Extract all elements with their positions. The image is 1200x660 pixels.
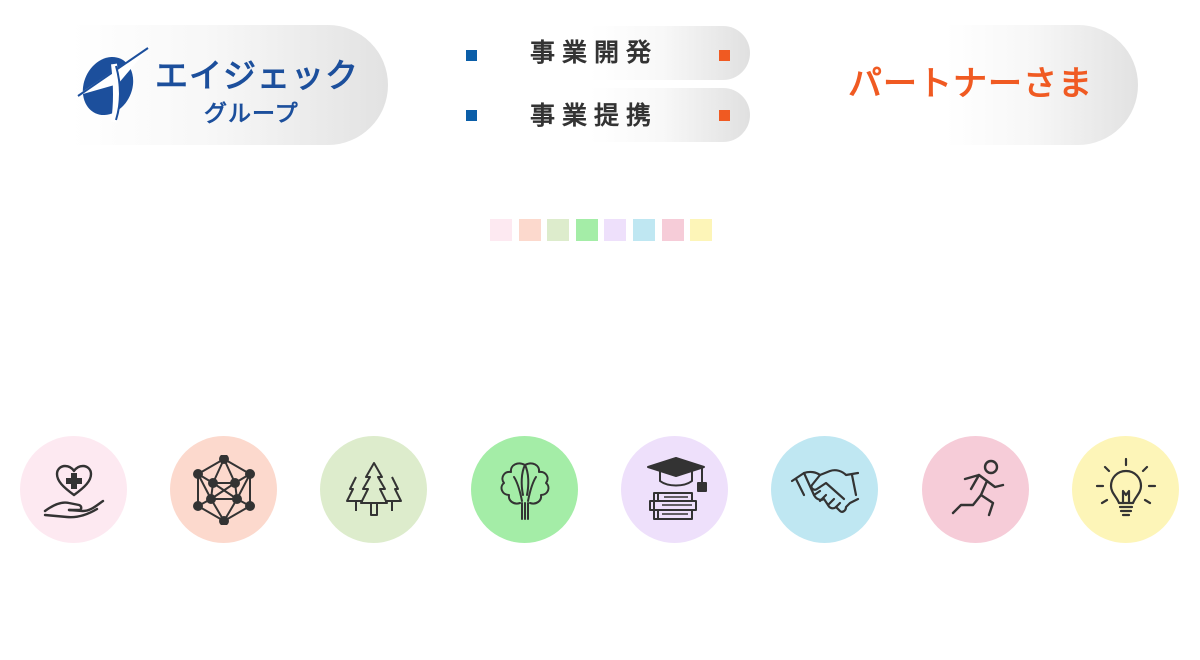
logo-name-sub: グループ xyxy=(204,101,299,127)
category-icons-row xyxy=(0,436,1200,543)
menu-item-label: 事業開発 xyxy=(530,38,659,67)
color-swatch xyxy=(633,219,655,241)
color-swatch xyxy=(518,219,541,241)
handshake-icon xyxy=(790,468,859,513)
logo-name-main: エイジェック xyxy=(155,56,359,95)
forest-icon xyxy=(345,461,402,516)
color-swatch xyxy=(490,219,512,241)
partner-background xyxy=(946,25,1138,145)
category-environment[interactable] xyxy=(320,436,427,543)
network-icon xyxy=(192,454,255,525)
bullet-square-icon xyxy=(466,50,477,61)
runner-icon xyxy=(951,459,1004,516)
color-swatch xyxy=(690,219,713,241)
graduation-books-icon xyxy=(646,456,707,520)
category-ideas[interactable] xyxy=(1072,436,1179,543)
color-swatch xyxy=(575,219,598,241)
light-bulb-icon xyxy=(1095,457,1156,516)
aijek-logo-mark-icon xyxy=(76,46,150,123)
category-network[interactable] xyxy=(170,436,277,543)
category-partnership[interactable] xyxy=(771,436,878,543)
menu-item-label: 事業提携 xyxy=(530,101,659,130)
category-welfare[interactable] xyxy=(20,436,127,543)
category-sports[interactable] xyxy=(922,436,1029,543)
bullet-square-icon xyxy=(719,50,730,61)
bullet-square-icon xyxy=(719,110,730,121)
color-swatch xyxy=(604,219,627,241)
partner-link[interactable]: パートナーさま xyxy=(848,64,1093,104)
heart-in-hand-icon xyxy=(43,464,104,518)
category-agriculture[interactable] xyxy=(471,436,578,543)
bullet-square-icon xyxy=(466,110,477,121)
color-swatch xyxy=(547,219,570,241)
color-swatch xyxy=(661,219,684,241)
leafy-vegetable-icon xyxy=(500,461,549,520)
category-education[interactable] xyxy=(621,436,728,543)
